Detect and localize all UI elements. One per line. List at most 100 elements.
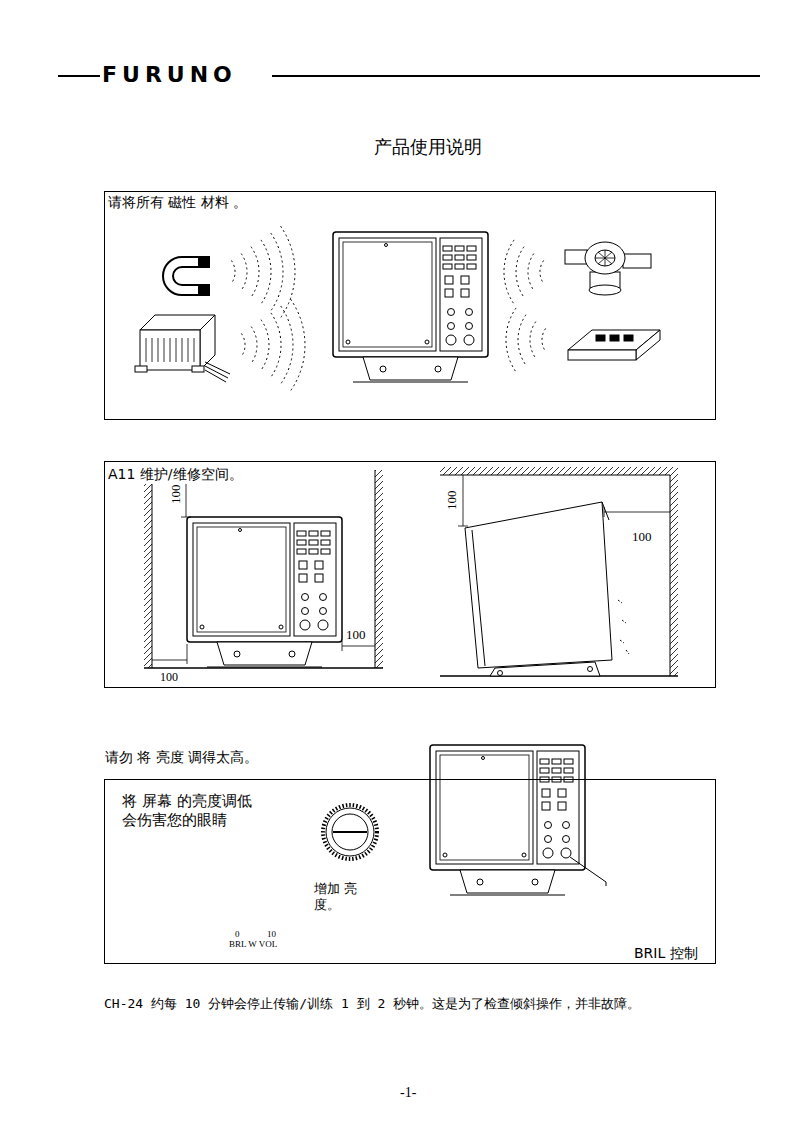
wall (440, 467, 678, 475)
section-frame: A11 维护/维修空间。 (104, 461, 716, 688)
tilted-display-unit (465, 502, 612, 668)
cassette-tape (636, 330, 660, 360)
dimension-line (152, 470, 375, 664)
header-rule (58, 75, 100, 77)
magnetic-field-waves (241, 334, 245, 357)
magnetic-field-waves (261, 320, 269, 371)
wall (144, 470, 152, 668)
brilliance-knob (332, 814, 368, 850)
wall (440, 475, 670, 476)
magnetic-field-waves (281, 306, 293, 384)
dimension: 100 (444, 490, 460, 510)
motor (623, 254, 651, 268)
page-number: -1- (400, 1084, 416, 1102)
section-frame: 请将所有 磁性 材料 。 (104, 191, 716, 420)
motor (585, 242, 625, 274)
brilliance-knob (323, 805, 377, 859)
magnetic-field-waves (251, 327, 257, 364)
wall (375, 470, 376, 668)
magnetic-field-waves (231, 261, 235, 284)
magnetic-field-waves (504, 240, 514, 304)
magnetic-field-waves (291, 299, 305, 391)
magnetic-field-waves (271, 233, 283, 311)
section-heading: 请勿 将 亮度 调得太高。 (105, 749, 258, 767)
motor (589, 285, 621, 295)
dimension-line (463, 475, 464, 526)
magnetic-field-waves (518, 315, 526, 366)
dimension-line (342, 641, 343, 651)
motor (595, 250, 615, 266)
note: CH-24 约每 10 分钟会停止传输/训练 1 到 2 秒钟。这是为了检查倾斜… (104, 996, 640, 1012)
cassette-tape (624, 335, 633, 341)
transformer (205, 362, 230, 382)
tilted-display-unit (618, 600, 629, 654)
brilliance-knob (323, 805, 377, 859)
magnetic-field-waves (231, 226, 545, 391)
dimension: 100 (346, 627, 366, 643)
header-rule (272, 75, 760, 77)
dimension-line (152, 660, 187, 661)
magnet (168, 256, 210, 296)
magnetic-field-waves (528, 254, 534, 291)
dimension-line (604, 507, 605, 517)
dimension-line (342, 646, 375, 647)
figure-caption: BRIL 控制 (634, 945, 698, 963)
magnetic-field-waves (530, 322, 536, 359)
dimension: 100 (160, 670, 178, 685)
magnet (198, 256, 210, 268)
transformer (200, 315, 215, 370)
leader-line (570, 857, 606, 886)
dimension-line (187, 644, 188, 664)
wall (375, 470, 383, 668)
warning-text: 将 屏幕 的亮度调低 会伤害您的眼睛 (121, 792, 263, 830)
cassette-tape (568, 330, 660, 360)
transformer (140, 330, 200, 370)
cassette-tape (610, 335, 619, 341)
magnetic-field-waves (281, 226, 295, 318)
brilliance-knob (326, 808, 374, 856)
magnetic-field-waves (516, 247, 524, 298)
wall (144, 470, 383, 668)
dimension-line (181, 517, 191, 518)
wall (152, 470, 153, 668)
magnetic-field-waves (241, 254, 247, 291)
motor (565, 242, 651, 295)
control-name: BRL W VOL (229, 939, 277, 950)
wall (670, 475, 678, 676)
tilted-display-unit (472, 530, 485, 666)
magnetic-field-waves (540, 261, 544, 284)
magnetic-field-waves (506, 308, 516, 372)
transformer (146, 338, 194, 362)
tilted-display-unit (602, 502, 609, 520)
motor (595, 250, 615, 266)
cassette-tape (596, 335, 605, 341)
section-heading: 请将所有 磁性 材料 。 (107, 194, 248, 212)
motor (565, 250, 587, 264)
wall (670, 475, 671, 676)
tilted-display-unit (498, 671, 503, 676)
brilliance-knob (333, 831, 367, 833)
magnetic-field-waves (251, 247, 259, 298)
dimension: 100 (168, 483, 184, 505)
magnetic-field-waves (542, 329, 546, 352)
transformer (135, 315, 230, 382)
magnet (198, 284, 210, 296)
display-unit (333, 232, 488, 382)
magnetic-field-waves (261, 240, 271, 304)
transformer (135, 366, 147, 372)
transformer (192, 366, 204, 372)
wall (440, 467, 678, 676)
section-heading: A11 维护/维修空间。 (107, 466, 244, 484)
magnetic-field-waves (271, 313, 281, 377)
dimension-line (458, 526, 468, 527)
dimension-line (604, 512, 670, 513)
display-unit (187, 517, 342, 667)
brand-logo: FURUNO (102, 61, 237, 89)
dimension-line (458, 475, 670, 526)
display-unit (430, 745, 585, 895)
cassette-tape (568, 350, 636, 360)
warning-frame: 请勿 将 亮度 调得太高。将 屏幕 的亮度调低 会伤害您的眼睛 (104, 779, 716, 964)
dimension: 100 (632, 529, 652, 545)
tilted-display-unit (465, 502, 629, 676)
